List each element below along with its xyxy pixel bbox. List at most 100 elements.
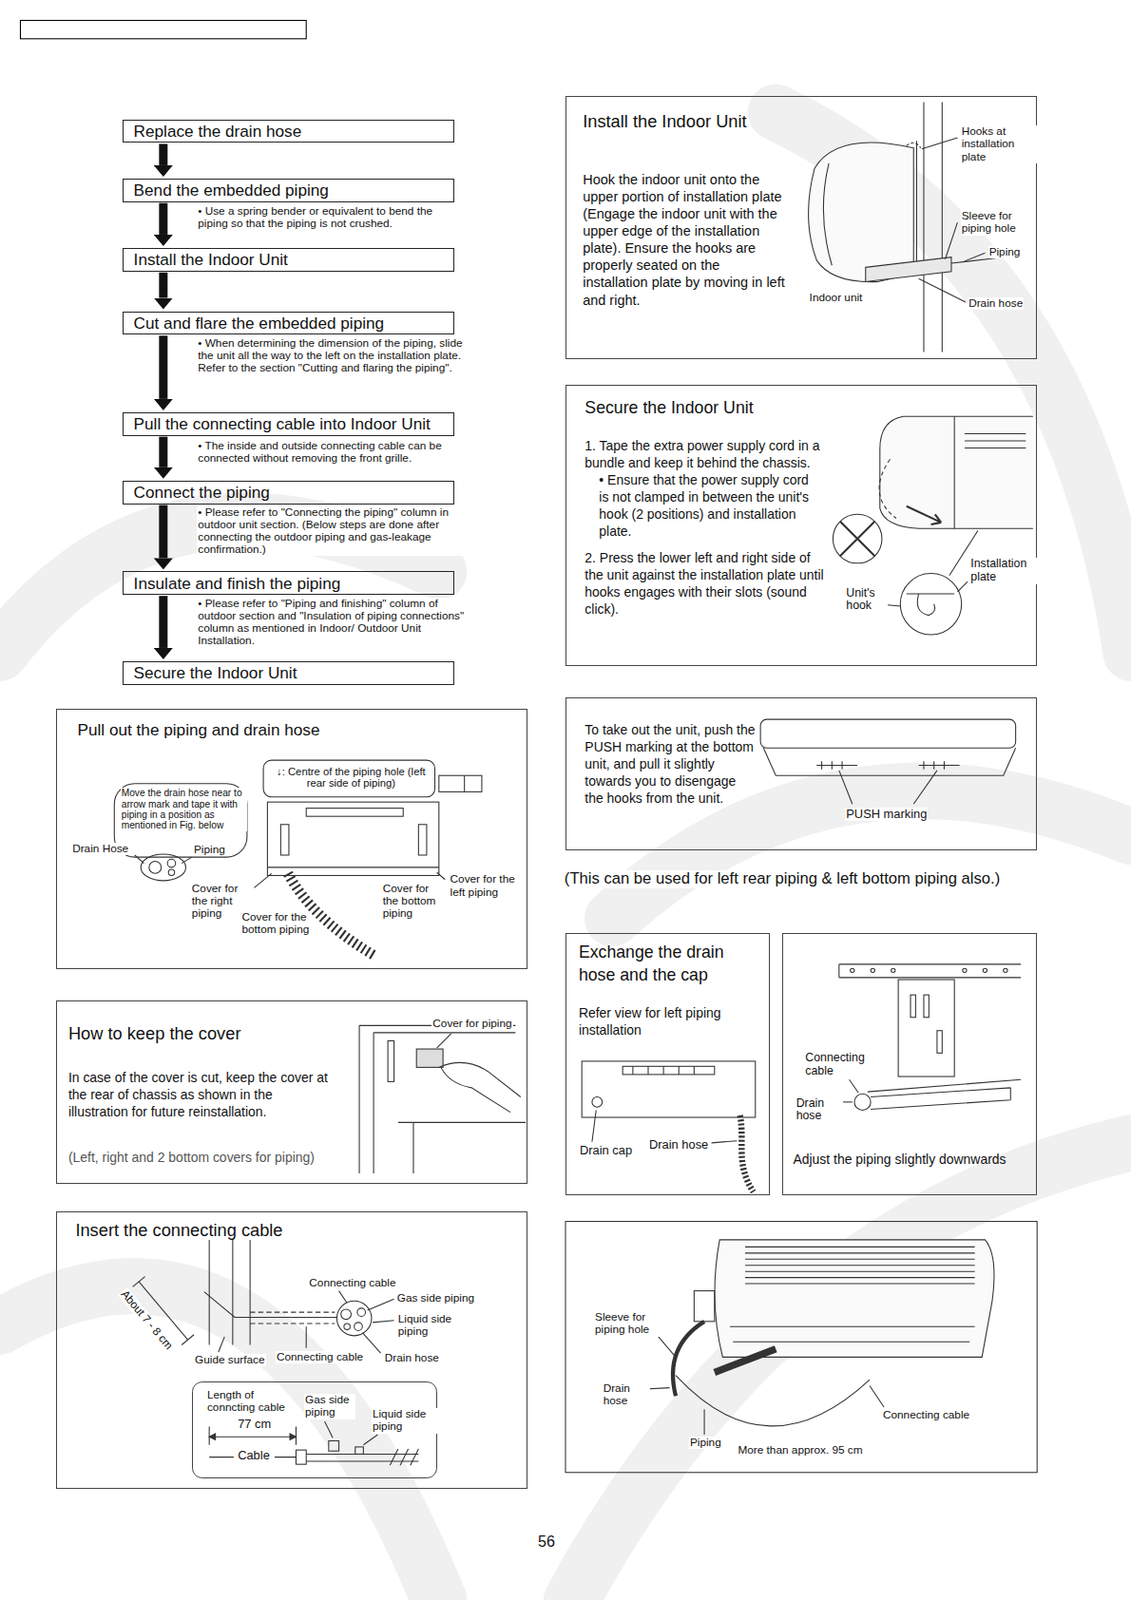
callout-note: ↓: Centre of the piping hole (left rear …: [273, 766, 429, 790]
panel-heading: Secure the Indoor Unit: [584, 398, 1018, 419]
drawing-stroke: [891, 968, 896, 973]
instruction-text: In case of the cover is cut, keep the co…: [68, 1069, 332, 1121]
drawing-stroke: [945, 222, 959, 260]
drawing-stroke: [870, 968, 875, 973]
box-title: Length of conncting cable: [207, 1389, 305, 1416]
part-label: Cable: [236, 1449, 271, 1463]
drawing-stroke: [267, 802, 439, 876]
drawing-stroke: [982, 968, 987, 973]
part-label: Drain hose: [602, 1382, 651, 1408]
part-label: Indoor unit: [808, 291, 864, 305]
drawing-stroke: [849, 1079, 860, 1093]
step-title: Replace the drain hose: [134, 121, 303, 142]
drawing-stroke: [832, 514, 882, 564]
drawing-stroke: [870, 1088, 1011, 1111]
drawing-stroke: [181, 857, 192, 863]
drawing-stroke: [714, 1240, 995, 1359]
process-box: Cut and flare the embedded piping: [122, 311, 455, 336]
drawing-stroke: [355, 1447, 365, 1456]
drawing-stroke: [571, 1143, 1131, 1600]
instruction-text: 2. Press the lower left and right side o…: [584, 550, 825, 619]
drawing-stroke: [921, 137, 959, 150]
process-box: Insulate and finish the piping: [122, 571, 455, 595]
part-label: More than approx. 95 cm: [736, 1444, 863, 1457]
instruction-text: Refer view for left piping installation: [578, 1005, 743, 1040]
drawing-stroke: [336, 1301, 372, 1337]
drawing-stroke: [954, 416, 1026, 529]
drain-cap-drawing: [581, 1061, 756, 1192]
flow-arrow: [158, 595, 168, 649]
drawing-stroke: [263, 760, 435, 798]
flow-arrow: [158, 437, 168, 468]
part-label: Piping: [192, 843, 227, 857]
drawing-stroke: [711, 1141, 738, 1144]
process-box: Bend the embedded piping: [122, 178, 455, 203]
process-box: Install the Indoor Unit: [122, 248, 455, 272]
drawing-stroke: [867, 1079, 1021, 1093]
drawing-stroke: [964, 252, 985, 262]
drawing-stroke: [437, 1034, 452, 1049]
drawing-stroke: [658, 1337, 676, 1358]
step-title: Pull the connecting cable into Indoor Un…: [134, 414, 431, 435]
drawing-stroke: [808, 142, 915, 283]
drawing-stroke: [745, 1246, 976, 1285]
drawing-stroke: [306, 1326, 307, 1349]
drawing-stroke: [439, 775, 482, 792]
part-label: Piping: [689, 1437, 723, 1450]
part-label: Drain Hose: [71, 843, 130, 856]
drawing-stroke: [775, 112, 1131, 653]
drawing-stroke: [149, 861, 162, 874]
drawing-stroke: [910, 995, 916, 1018]
part-label: Guide surface: [193, 1354, 266, 1367]
drawing-stroke: [168, 869, 174, 876]
drawing-stroke: [134, 855, 145, 864]
drawing-stroke: [632, 1066, 694, 1075]
drawing-stroke: [906, 142, 921, 148]
drawing-stroke: [592, 1097, 603, 1109]
drawing-stroke: [339, 1291, 348, 1304]
panel-heading: Install the Indoor Unit: [582, 111, 1020, 133]
drawing-stroke: [740, 1115, 754, 1193]
step-note: • The inside and outside connecting cabl…: [196, 440, 470, 465]
drawing-stroke: [763, 747, 1016, 776]
instruction-text: 1. Tape the extra power supply cord in a…: [584, 438, 830, 473]
drawing-stroke: [612, 790, 1131, 919]
part-label: Hooks at installation plate: [960, 125, 1040, 164]
drawing-stroke: [760, 719, 1016, 748]
illustration-panel: To take out the unit, push the PUSH mark…: [565, 697, 1037, 851]
secure-drawing: [832, 416, 1034, 635]
drawing-stroke: [622, 1066, 715, 1075]
part-label: Piping: [988, 246, 1022, 259]
step-title: Insulate and finish the piping: [134, 574, 342, 595]
pull-out-drawing: [114, 760, 482, 956]
part-label: Cover for the left piping: [449, 873, 525, 899]
flow-arrow: [158, 272, 168, 299]
drawing-stroke: [962, 968, 967, 973]
part-label: Liquid side piping: [397, 1313, 461, 1339]
instruction-text: • Ensure that the power supply cord is n…: [598, 472, 822, 541]
drawing-stroke: [181, 1335, 194, 1346]
process-box: Replace the drain hose: [122, 119, 455, 144]
part-label: Drain cap: [578, 1144, 633, 1158]
drawing-stroke: [900, 574, 961, 635]
step-note: • Please refer to "Piping and finishing"…: [196, 597, 466, 648]
panel-heading: Exchange the drain hose and the cap: [578, 941, 755, 988]
flow-arrow: [158, 203, 168, 235]
drawing-stroke: [398, 1122, 526, 1174]
illustration-panel: Secure the Indoor Unit 1. Tape the extra …: [565, 384, 1037, 667]
drawing-stroke: [363, 1435, 378, 1446]
step-note: • Please refer to "Connecting the piping…: [196, 506, 466, 556]
part-label: Cover for the bottom piping: [240, 911, 312, 937]
panel-heading: Insert the connecting cable: [75, 1220, 509, 1242]
part-label: PUSH marking: [844, 807, 928, 822]
push-drawing: [760, 719, 1016, 805]
drawing-stroke: [328, 1440, 340, 1452]
drawing-stroke: [850, 968, 855, 973]
part-label: Installation plate: [969, 557, 1038, 585]
drawing-stroke: [437, 872, 446, 881]
drawing-stroke: [592, 1110, 596, 1142]
drawing-stroke: [357, 1308, 366, 1318]
drawing-stroke: [865, 257, 952, 283]
drawing-stroke: [362, 1333, 381, 1354]
